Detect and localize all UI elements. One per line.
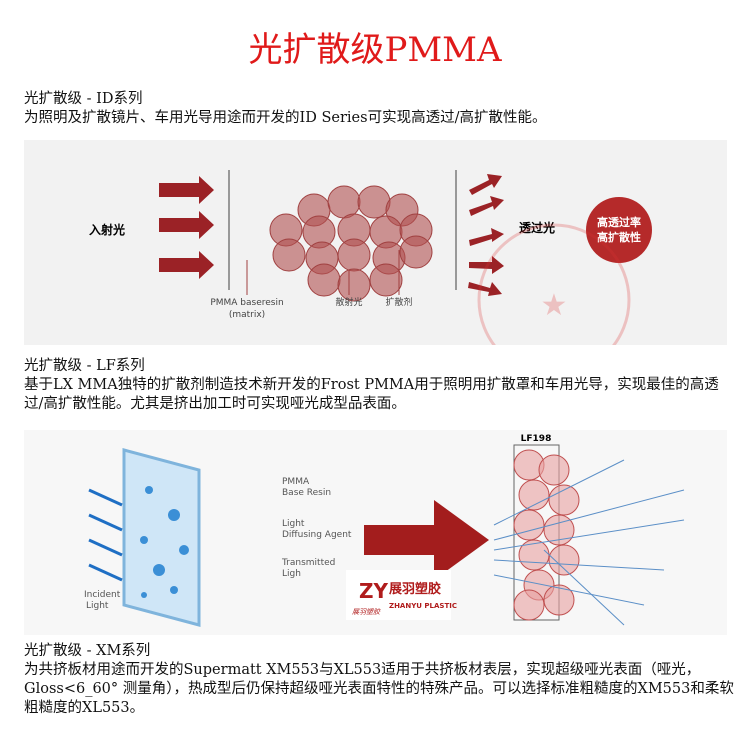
resin-plate [122,448,201,627]
sample-label: LF198 [521,434,552,444]
page-title: 光扩散级PMMA [248,30,502,70]
scattered-rays [493,459,685,626]
process-arrow [364,500,489,580]
badge-line-1: 高透过率 [597,215,641,229]
brand-logo [346,570,451,620]
logo-mark: ZY [359,579,389,603]
badge-line-2: 高扩散性 [597,230,641,244]
agent-label-2: Diffusing Agent [282,530,352,540]
section-xm: 光扩散级 - XM系列 为共挤板材用途而开发的Supermatt XM553与X… [24,642,734,718]
lf-diffusion-diagram: Incident Light PMMA Base Resin Light Dif… [24,430,727,635]
logo-sub: 展羽塑胶 [352,608,381,616]
incident-label-2: Light [86,601,109,611]
incident-label: Incident [84,590,121,600]
sample-particles [513,449,580,621]
logo-cn: 展羽塑胶 [389,581,441,597]
transmitted-label: Transmitted [281,558,335,568]
logo-en: ZHANYU PLASTIC [389,602,457,610]
transmitted-label: 透过光 [519,220,555,235]
incident-arrows [88,488,123,582]
section-heading: 光扩散级 - XM系列 [24,643,151,659]
section-heading: 光扩散级 - ID系列 [24,91,143,107]
section-heading: 光扩散级 - LF系列 [24,358,145,374]
transmitted-label-2: Ligh [282,569,301,579]
section-body: 基于LX MMA独特的扩散剂制造技术新开发的Frost PMMA用于照明用扩散罩… [24,377,719,412]
section-body: 为共挤板材用途而开发的Supermatt XM553与XL553适用于共挤板材表… [24,662,734,716]
section-id: 光扩散级 - ID系列 为照明及扩散镜片、车用光导用途而开发的ID Series… [24,90,734,128]
transmitted-arrows [468,174,504,296]
section-body: 为照明及扩散镜片、车用光导用途而开发的ID Series可实现高透过/高扩散性能… [24,110,547,126]
diffusing-particles [140,486,189,598]
section-lf: 光扩散级 - LF系列 基于LX MMA独特的扩散剂制造技术新开发的Frost … [24,357,734,414]
matrix-sub-label: (matrix) [229,310,265,320]
matrix-label: PMMA baseresin [210,298,283,308]
incident-arrows [159,176,214,279]
performance-badge [586,197,652,263]
scatter-label: 散射光 [335,296,362,308]
incident-label: 入射光 [89,222,125,237]
base-resin-label-2: Base Resin [282,488,331,498]
agent-label: Light [282,519,305,529]
agent-label: 扩散剂 [385,296,412,308]
base-resin-label: PMMA [282,477,310,487]
diffusion-particles [269,185,433,302]
svg-text:★: ★ [541,288,568,323]
id-diffusion-diagram: 入射光 透过光 高透过率 高扩散性 PMMA baseresin (matrix… [24,140,727,377]
